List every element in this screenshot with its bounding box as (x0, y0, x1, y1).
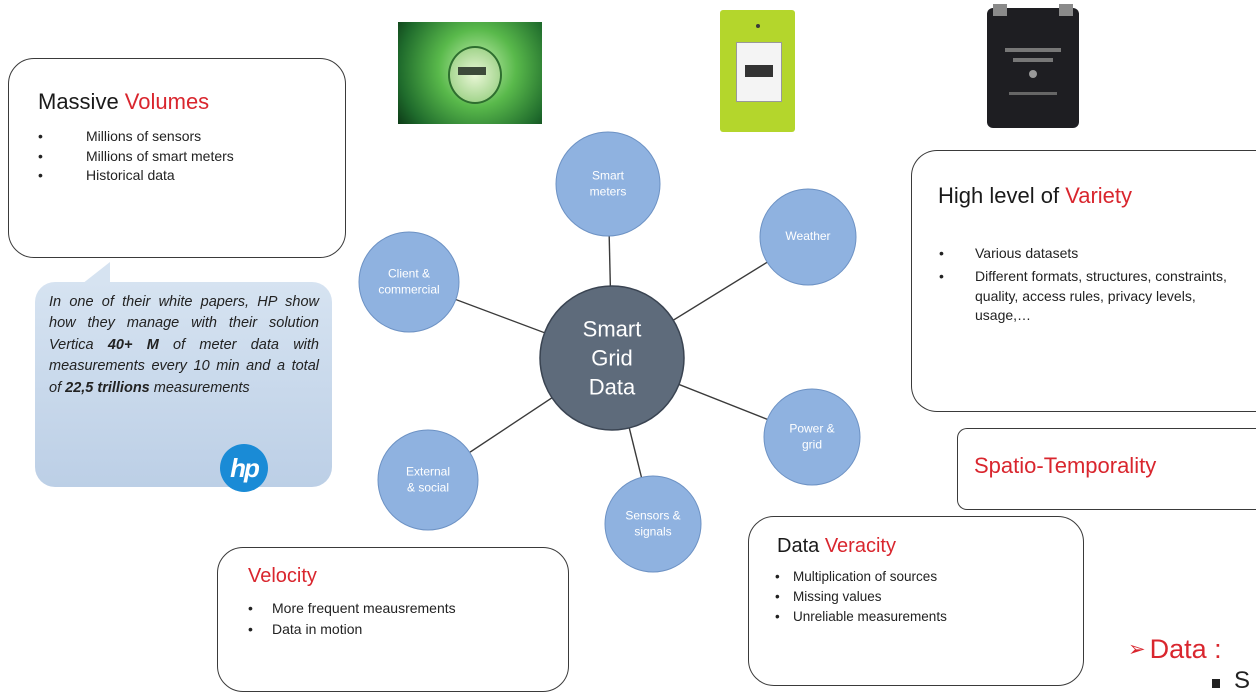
volumes-box: Massive Volumes Millions of sensors Mill… (8, 58, 346, 258)
square-bullet-icon (1212, 679, 1220, 688)
power-sensor-photo (987, 4, 1079, 128)
veracity-list: Multiplication of sources Missing values… (775, 569, 947, 629)
meter-dial-icon (448, 46, 502, 104)
quote-text: In one of their white papers, HP show ho… (49, 294, 319, 396)
volumes-title: Massive Volumes (38, 89, 210, 114)
sensor-led-icon (1029, 70, 1037, 78)
quote-bubble: In one of their white papers, HP show ho… (35, 282, 332, 492)
box-screw-icon (756, 24, 760, 28)
list-item: Missing values (775, 589, 947, 606)
node-label-external-social: External& social (405, 464, 451, 494)
velocity-box: Velocity More frequent meausrements Data… (217, 547, 569, 692)
list-item: Historical data (38, 167, 234, 185)
variety-list: Various datasets Different formats, stru… (939, 244, 1245, 329)
list-item: More frequent meausrements (248, 600, 456, 618)
variety-box: High level of Variety Various datasets D… (911, 150, 1256, 412)
box-display-icon (745, 65, 773, 77)
arrow-bullet-icon: ➢ (1128, 638, 1146, 661)
hub-circle (539, 285, 685, 431)
variety-title: High level of Variety (938, 183, 1133, 208)
list-item: Different formats, structures, constrain… (939, 267, 1245, 325)
sensor-connector-left-icon (993, 4, 1007, 16)
volumes-list: Millions of sensors Millions of smart me… (38, 128, 234, 187)
node-label-sensors-signals: Sensors &signals (625, 508, 681, 538)
node-label-weather: Weather (785, 229, 831, 244)
node-circle-smart-meters (555, 131, 661, 237)
data-footer-bullet: S (1212, 667, 1250, 695)
veracity-title: Data Veracity (777, 535, 896, 557)
sensor-port-icon (1009, 92, 1057, 95)
node-circle-external-social (377, 429, 479, 531)
node-circle-client-commercial (358, 231, 460, 333)
sensor-label-line-icon (1013, 58, 1053, 62)
node-circles (358, 131, 861, 573)
data-footer-heading: ➢Data : (1128, 634, 1222, 664)
velocity-list: More frequent meausrements Data in motio… (248, 600, 456, 641)
node-label-client-commercial: Client &commercial (378, 266, 440, 296)
list-item: Millions of smart meters (38, 148, 234, 166)
velocity-title: Velocity (248, 565, 317, 587)
quote-bubble-tail (82, 262, 110, 284)
veracity-box: Data Veracity Multiplication of sources … (748, 516, 1084, 686)
node-circle-power-grid (763, 388, 861, 486)
node-label-power-grid: Power &grid (789, 421, 835, 451)
list-item: Data in motion (248, 621, 456, 639)
list-item: Various datasets (939, 244, 1245, 264)
list-item: Unreliable measurements (775, 609, 947, 626)
list-item: Multiplication of sources (775, 569, 947, 586)
box-panel-icon (736, 42, 782, 102)
meter-box-photo (720, 10, 795, 132)
list-item: Millions of sensors (38, 128, 234, 146)
smart-meter-photo (398, 22, 542, 124)
spatio-temporality-label: Spatio-Temporality (974, 453, 1157, 478)
sensor-connector-right-icon (1059, 4, 1073, 16)
node-circle-weather (759, 188, 857, 286)
spatio-temporality-box: Spatio-Temporality (957, 428, 1256, 510)
hp-logo-icon: hp (220, 444, 268, 492)
sensor-label-line-icon (1005, 48, 1061, 52)
node-circle-sensors-signals (604, 475, 702, 573)
meter-lcd-icon (458, 67, 486, 75)
